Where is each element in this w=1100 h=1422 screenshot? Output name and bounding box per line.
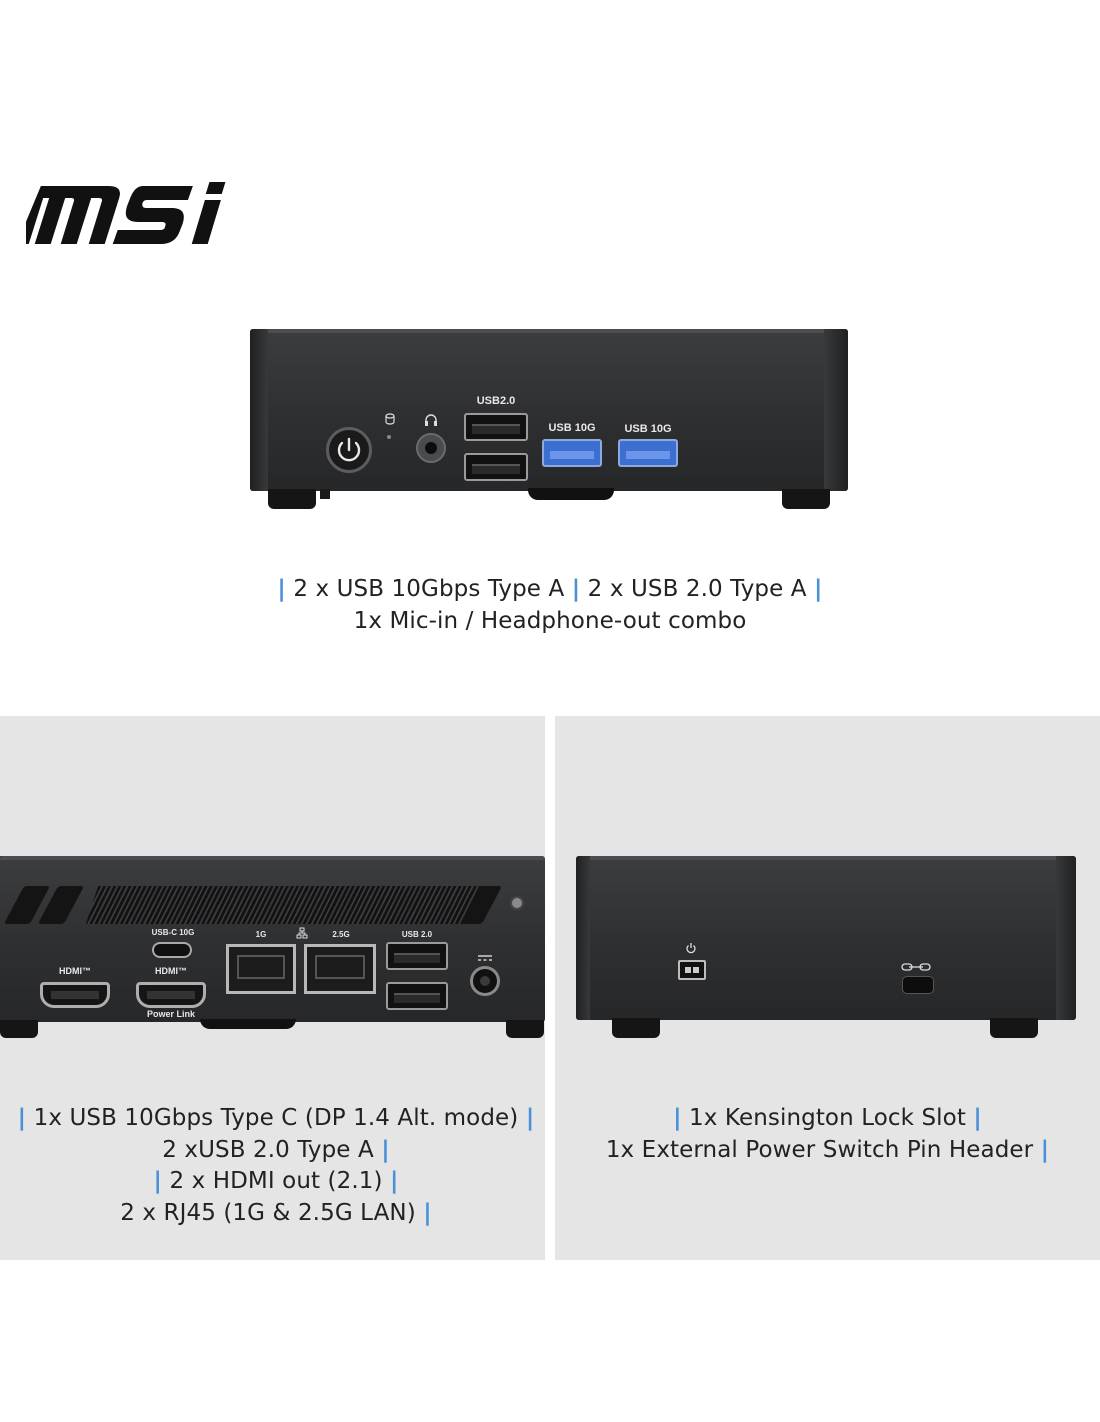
usb10g-label-1: USB 10G [548,422,596,434]
typec-label: USB-C 10G [151,928,195,937]
power-icon [337,437,361,462]
hdd-led [387,435,391,439]
power-link-label: Power Link [146,1009,195,1019]
lan-25g-label: 2.5G [332,930,350,939]
usb10g-label-2: USB 10G [624,423,672,435]
lan-1g-label: 1G [255,930,267,939]
side-caption: | 1x Kensington Lock Slot | 1x External … [605,1105,1050,1163]
usb2-port-bottom[interactable] [464,453,528,481]
usb10g-port-1[interactable] [542,439,602,467]
rear-usb2-port-bottom[interactable] [386,982,448,1010]
front-foot-left [268,489,316,509]
rear-foot-left [0,1020,38,1038]
hdmi-port-right[interactable] [136,982,206,1008]
vent-grille [85,886,489,924]
power-switch-icon [686,943,696,954]
rj45-25g-port[interactable] [304,944,376,994]
front-tab [320,489,330,499]
rear-usb2-label: USB 2.0 [401,930,433,939]
rear-foot-right [506,1020,544,1038]
dc-in-port[interactable] [470,966,500,996]
audio-jack[interactable] [416,433,446,463]
hdmi-left-label: HDMI™ [59,966,91,976]
rear-usb2-port-top[interactable] [386,942,448,970]
usb-c-port[interactable] [152,942,192,958]
hdmi-port-left[interactable] [40,982,110,1008]
usb10g-port-2[interactable] [618,439,678,467]
rear-caption: | 1x USB 10Gbps Type C (DP 1.4 Alt. mode… [17,1105,535,1226]
caption-typec: 1x USB 10Gbps Type C (DP 1.4 Alt. mode) [33,1105,519,1131]
side-foot-right [990,1018,1038,1038]
rear-bottom-plate [200,1019,296,1029]
power-switch-pin-header[interactable] [678,960,706,980]
side-foot-left [612,1018,660,1038]
screw [510,896,524,910]
msi-logo [26,182,226,244]
caption-usb2: 2 x USB 2.0 Type A [587,576,807,602]
usb2-port-top[interactable] [464,413,528,441]
rj45-1g-port[interactable] [226,944,296,994]
network-icon [296,927,308,939]
front-caption: | 2 x USB 10Gbps Type A | 2 x USB 2.0 Ty… [0,574,1100,637]
power-button[interactable] [326,427,372,473]
dc-power-icon [478,955,492,961]
caption-hdmi: 2 x HDMI out (2.1) [169,1168,383,1194]
usb2-label: USB2.0 [476,395,516,407]
caption-kensington: 1x Kensington Lock Slot [689,1105,966,1131]
caption-audio: 1x Mic-in / Headphone-out combo [353,607,747,634]
headphone-icon [425,414,437,426]
front-bottom-plate [528,488,614,500]
caption-usb10g: 2 x USB 10Gbps Type A [293,576,565,602]
caption-rj45: 2 x RJ45 (1G & 2.5G LAN) [120,1199,416,1226]
front-foot-right [782,489,830,509]
kensington-lock-slot[interactable] [902,976,934,994]
hdd-led-icon [385,413,395,425]
caption-rear-usb2: 2 xUSB 2.0 Type A [162,1136,374,1163]
hdmi-right-label: HDMI™ [155,966,187,976]
kensington-lock-icon [901,963,931,971]
caption-power-switch: 1x External Power Switch Pin Header [605,1136,1034,1163]
